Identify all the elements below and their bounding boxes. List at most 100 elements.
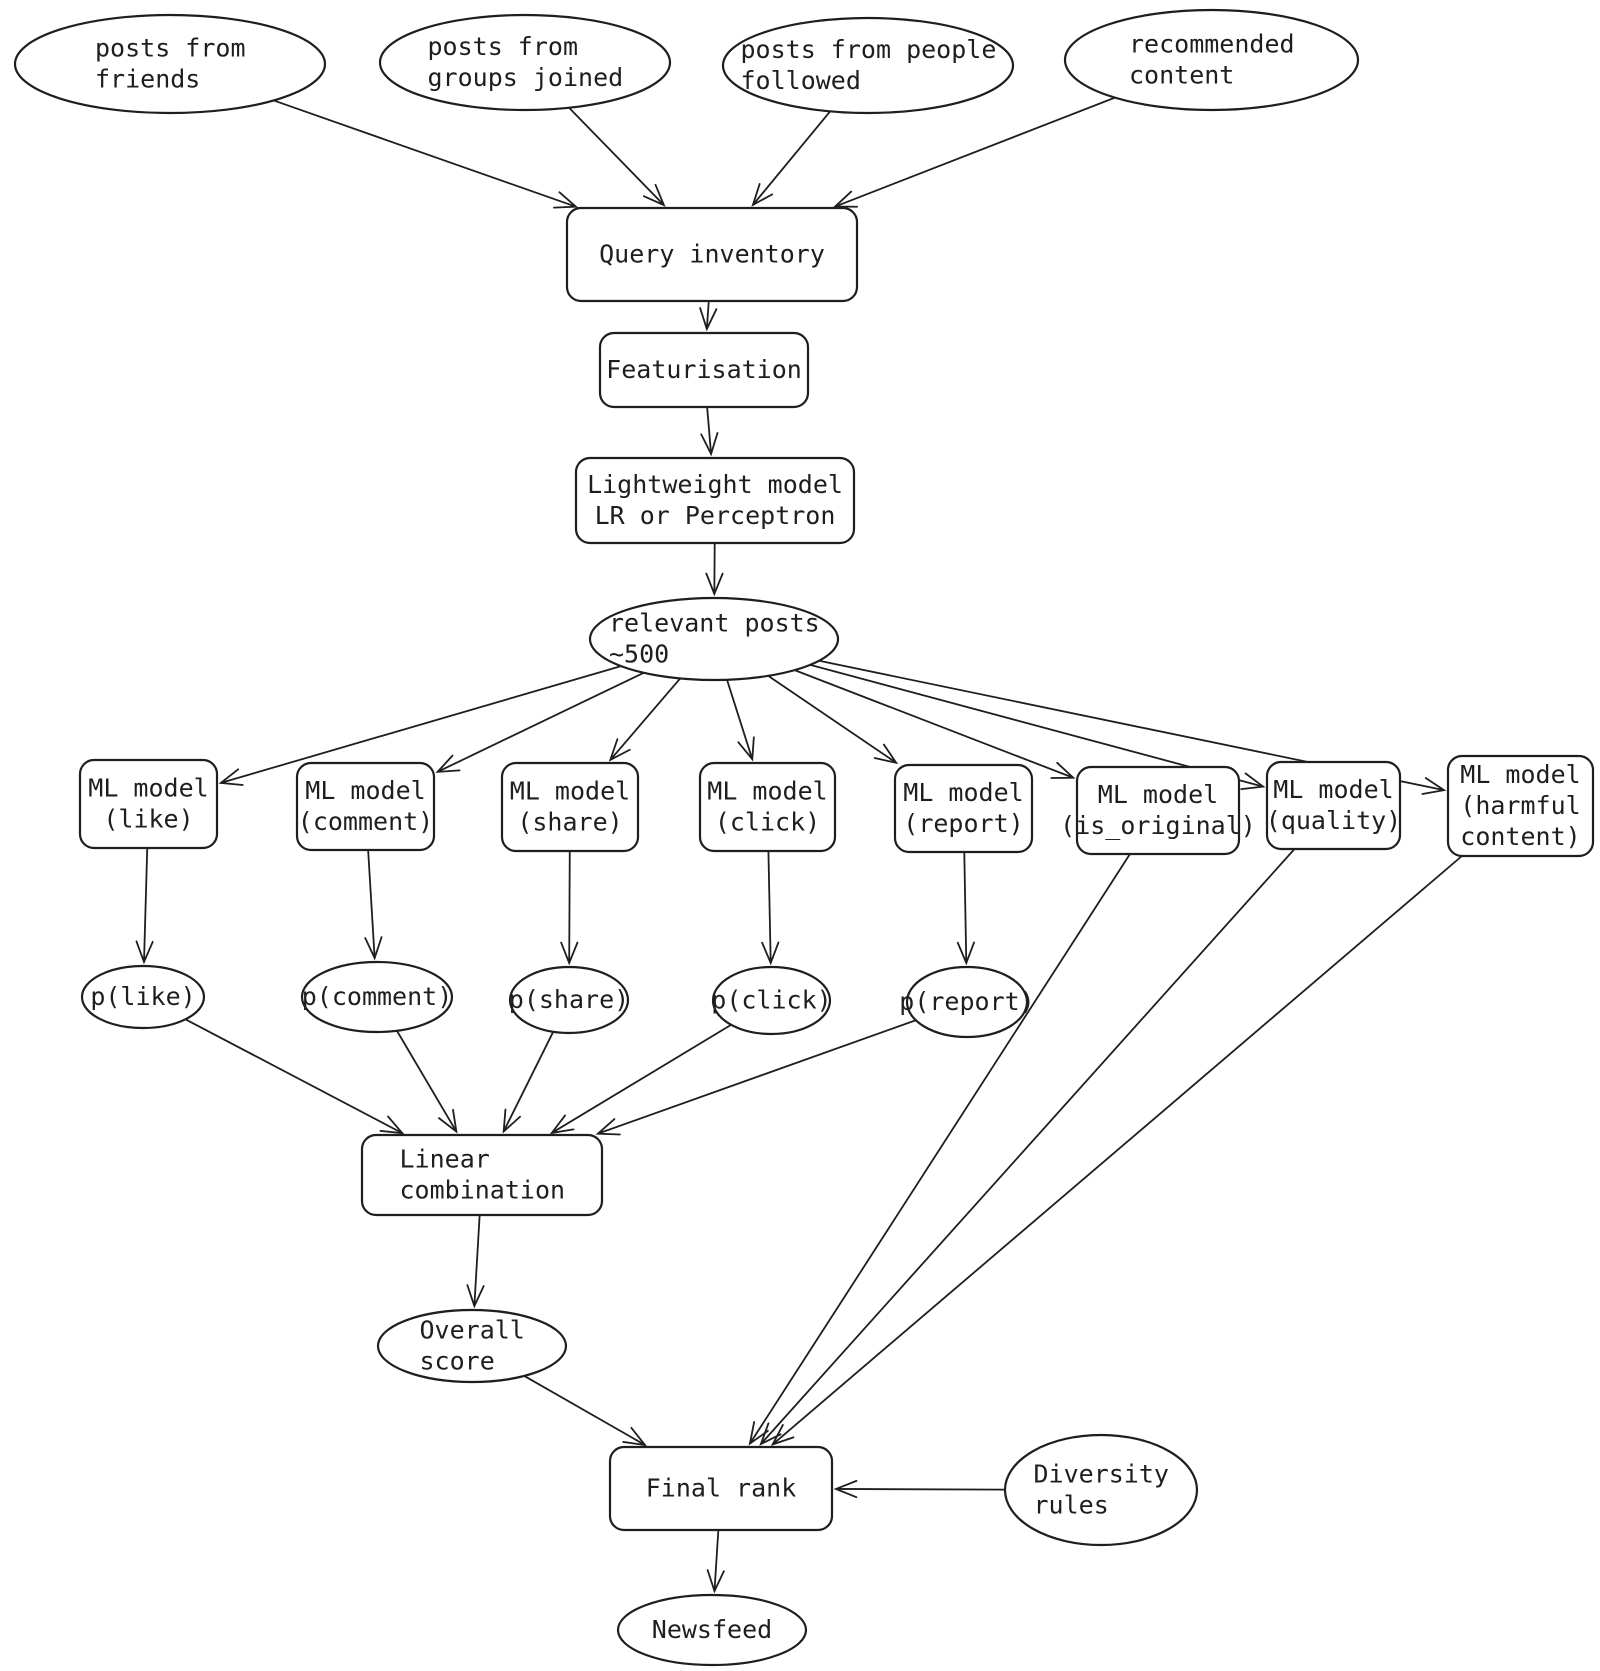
arrow-relevant-to-m_comment <box>435 671 645 773</box>
arrowhead <box>466 1284 485 1309</box>
arrow-m_comment-to-p_comment <box>364 849 383 961</box>
arrowhead <box>364 936 383 961</box>
node-label-line: Query inventory <box>599 240 825 269</box>
node-p-report: p(report) <box>899 965 1035 1039</box>
arrowhead <box>379 1115 405 1135</box>
node-m-orig: ML model(is_original) <box>1060 765 1256 856</box>
node-m-quality: ML model(quality) <box>1265 760 1402 851</box>
node-query: Query inventory <box>565 206 859 303</box>
node-label-line: Final rank <box>646 1474 797 1503</box>
node-label-line: ML model <box>903 778 1023 807</box>
node-ellipse <box>508 965 630 1035</box>
node-ellipse <box>80 964 206 1030</box>
arrowhead <box>832 190 859 208</box>
node-box <box>500 761 640 853</box>
node-m-comment: ML model(comment) <box>295 761 436 852</box>
arrowhead <box>1240 772 1266 791</box>
node-label-line: ML model <box>510 777 630 806</box>
arrow-m_click-to-p_click <box>761 850 780 966</box>
node-ellipse <box>378 13 672 112</box>
arrowhead <box>549 1114 575 1135</box>
node-p-share: p(share) <box>508 965 630 1035</box>
node-label-line: ML model <box>305 776 425 805</box>
node-label-line: posts from <box>428 32 579 61</box>
arrowhead <box>759 1422 782 1446</box>
arrow-query-to-feat <box>699 300 718 332</box>
arrowhead <box>1421 777 1447 795</box>
node-label-line: groups joined <box>428 63 624 92</box>
node-label-line: friends <box>95 65 200 94</box>
arrowhead <box>135 940 154 965</box>
arrow-groups-to-query <box>568 107 666 207</box>
node-label-line: ML model <box>707 777 827 806</box>
node-label-line: (click) <box>715 808 820 837</box>
arrow-light-to-relevant <box>705 542 724 597</box>
node-box <box>360 1133 604 1217</box>
arrowhead <box>438 1108 458 1134</box>
arrow-p_report-to-linear <box>595 1019 917 1136</box>
node-ellipse <box>721 16 1015 115</box>
arrow-final-to-newsfeed <box>706 1529 725 1594</box>
arrow-friends-to-query <box>273 99 579 209</box>
arrowhead <box>956 941 975 966</box>
node-p-comment: p(comment) <box>300 960 454 1034</box>
arrowhead <box>1050 761 1076 779</box>
arrowhead <box>705 572 724 597</box>
arrow-p_comment-to-linear <box>396 1030 458 1134</box>
node-box <box>295 761 436 852</box>
node-box <box>893 763 1034 854</box>
node-box <box>565 206 859 303</box>
node-label-line: ML model <box>88 774 208 803</box>
node-label-line: ML model <box>1098 780 1218 809</box>
arrow-feat-to-light <box>700 406 719 457</box>
arrowhead <box>699 307 718 332</box>
arrow-m_harm-to-final <box>770 855 1463 1446</box>
arrowhead <box>608 738 631 762</box>
arrow-p_share-to-linear <box>502 1031 554 1134</box>
node-ellipse <box>588 596 840 682</box>
node-label-line: p(comment) <box>302 982 453 1011</box>
node-label-line: Newsfeed <box>652 1615 772 1644</box>
node-label-line: Linear <box>400 1145 490 1174</box>
node-ellipse <box>905 965 1029 1039</box>
node-ellipse <box>711 965 832 1036</box>
node-label-line: Diversity <box>1034 1460 1169 1489</box>
node-label-line: posts from <box>95 34 246 63</box>
node-box <box>1446 754 1595 858</box>
node-p-like: p(like) <box>80 964 206 1030</box>
arrowhead <box>218 768 244 786</box>
arrowhead <box>770 1424 795 1446</box>
arrow-m_report-to-p_report <box>956 851 975 966</box>
arrow-relevant-to-m_share <box>608 677 681 762</box>
arrowhead <box>502 1108 521 1134</box>
node-box <box>1075 765 1241 856</box>
arrow-followed-to-query <box>751 110 831 207</box>
node-label-line: rules <box>1034 1491 1109 1520</box>
node-ellipse <box>13 13 327 115</box>
arrowhead <box>873 743 899 765</box>
arrowhead <box>706 1569 725 1594</box>
node-label-line: score <box>420 1347 495 1376</box>
arrow-relevant-to-m_click <box>726 679 755 762</box>
node-label-line: ML model <box>1273 775 1393 804</box>
arrow-linear-to-overall <box>466 1214 485 1309</box>
node-box <box>1265 760 1402 851</box>
node-p-click: p(click) <box>711 965 832 1036</box>
node-label-line: p(like) <box>90 982 195 1011</box>
node-label-line: content <box>1129 61 1234 90</box>
arrow-p_like-to-linear <box>185 1018 405 1135</box>
arrowhead <box>833 1479 858 1499</box>
node-label-line: (share) <box>517 808 622 837</box>
node-label-line: p(share) <box>509 985 629 1014</box>
arrowhead <box>642 183 666 207</box>
node-box <box>698 761 837 853</box>
arrow-recommended-to-query <box>832 96 1116 208</box>
node-final: Final rank <box>608 1445 834 1532</box>
node-label-line: content) <box>1460 822 1580 851</box>
arrow-relevant-to-m_orig <box>794 669 1076 779</box>
